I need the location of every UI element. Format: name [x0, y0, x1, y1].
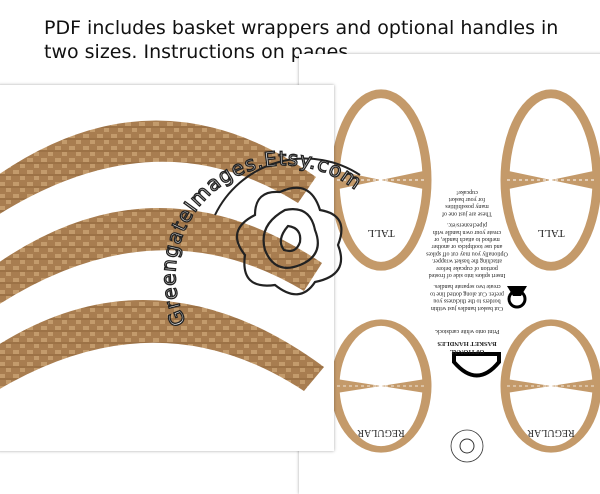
- instruction-line: prefer. Cut along dotted line to: [430, 290, 504, 297]
- handles-page: TALL TALL REGULAR REGULAR OPTIONAL BASKE…: [299, 54, 600, 494]
- instruction-line: create two separate handles.: [433, 283, 501, 289]
- instruction-line: Insert spikes into side of frosted: [429, 272, 506, 279]
- handle-sample-icon: [452, 352, 501, 378]
- watermark-text: GreengateImages.Etsy.com: [156, 146, 367, 331]
- instruction-line: and use toothpicks or another: [432, 243, 503, 249]
- instruction-line: borders to the thickness you: [433, 298, 500, 304]
- watermark: GreengateImages.Etsy.com: [156, 146, 367, 331]
- instruction-line: method to attach handle, or: [434, 236, 499, 242]
- headline: PDF includes basket wrappers and optiona…: [44, 17, 559, 63]
- instruction-line: Cut basket handles just within: [431, 305, 503, 311]
- instruction-line: Optionally you may cut off spikes: [425, 250, 507, 257]
- instructions: OPTIONAL BASKET HANDLES Print onto white…: [425, 189, 507, 355]
- instruction-line: create your own handle with: [433, 229, 501, 235]
- basket-wrapper-3: [0, 299, 324, 391]
- instruction-line: for your basket: [449, 196, 486, 203]
- instruction-line: attaching the basket wrapper.: [432, 258, 502, 264]
- instruction-line: portion of cupcake before: [436, 265, 498, 272]
- instruction-line: cupcake!: [456, 189, 478, 195]
- instruction-line: many possibilities: [445, 203, 489, 209]
- label-tall-right: TALL: [537, 227, 565, 239]
- basket-wrapper-2: [0, 208, 322, 304]
- instructions-title-1: OPTIONAL: [449, 348, 484, 355]
- instruction-line: pipecleaners/etc.: [446, 222, 487, 228]
- small-logo: [450, 429, 484, 463]
- instructions-title-2: BASKET HANDLES: [437, 340, 497, 347]
- instruction-line: These are just one of: [442, 210, 492, 217]
- label-regular-right: REGULAR: [527, 427, 575, 438]
- wrappers-page: [0, 85, 334, 451]
- basket-wrapper-1: [0, 120, 316, 214]
- label-regular-left: REGULAR: [357, 427, 405, 438]
- svg-text:GreengateImages.Etsy.com: GreengateImages.Etsy.com: [156, 146, 367, 330]
- label-tall-left: TALL: [367, 227, 395, 239]
- rose-icon: [235, 186, 343, 296]
- instruction-line: Print onto white cardstock.: [434, 328, 499, 334]
